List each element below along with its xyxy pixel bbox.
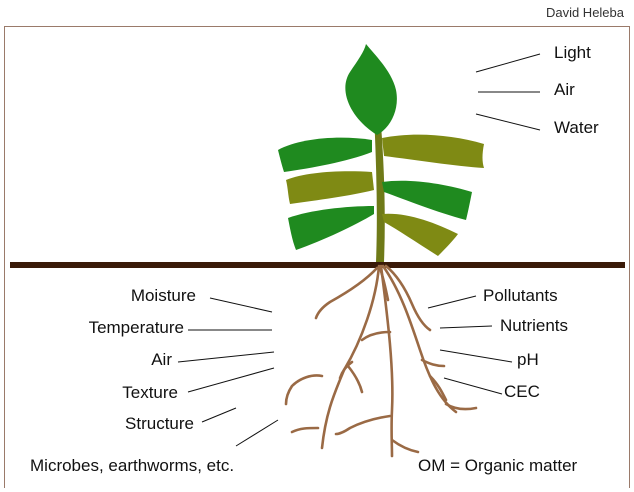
root-main-right bbox=[383, 266, 456, 412]
pointer-microbes bbox=[236, 420, 278, 446]
roots bbox=[286, 266, 476, 456]
label-pollutants: Pollutants bbox=[483, 286, 558, 306]
soil-surface-line bbox=[10, 262, 625, 268]
pointer-moisture bbox=[210, 298, 272, 312]
leaf-left-3 bbox=[288, 206, 374, 250]
root-branch-13 bbox=[392, 440, 418, 452]
label-air-soil: Air bbox=[151, 350, 172, 370]
root-branch-6 bbox=[286, 375, 322, 404]
leaf-right-1 bbox=[382, 135, 484, 168]
label-texture: Texture bbox=[122, 383, 178, 403]
pointer-nutrients bbox=[440, 326, 492, 328]
leaf-left-2 bbox=[286, 171, 374, 204]
root-branch-11 bbox=[430, 376, 446, 400]
label-air-above: Air bbox=[554, 80, 575, 100]
root-branch-3 bbox=[386, 266, 430, 330]
pointer-structure bbox=[202, 408, 236, 422]
leaf-left-1 bbox=[278, 138, 372, 172]
root-branch-9 bbox=[336, 416, 390, 434]
label-structure: Structure bbox=[125, 414, 194, 434]
pointer-light bbox=[476, 54, 540, 72]
label-cec: CEC bbox=[504, 382, 540, 402]
label-light: Light bbox=[554, 43, 591, 63]
leaf-right-3 bbox=[382, 214, 458, 256]
pointer-texture bbox=[188, 368, 274, 392]
top-leaf bbox=[345, 44, 397, 135]
pointer-ph bbox=[440, 350, 512, 362]
label-ph: pH bbox=[517, 350, 539, 370]
label-moisture: Moisture bbox=[131, 286, 196, 306]
label-temperature: Temperature bbox=[89, 318, 184, 338]
pointer-cec bbox=[444, 378, 502, 394]
label-water: Water bbox=[554, 118, 599, 138]
root-branch-1 bbox=[316, 268, 377, 318]
pointer-pollutants bbox=[428, 296, 476, 308]
root-branch-4 bbox=[362, 332, 390, 340]
pointer-water bbox=[476, 114, 540, 130]
label-nutrients: Nutrients bbox=[500, 316, 568, 336]
root-branch-8 bbox=[292, 428, 318, 432]
pointer-air-soil bbox=[178, 352, 274, 362]
label-microbes: Microbes, earthworms, etc. bbox=[30, 456, 234, 476]
label-organic-matter: OM = Organic matter bbox=[418, 456, 577, 476]
root-branch-7 bbox=[348, 366, 362, 392]
